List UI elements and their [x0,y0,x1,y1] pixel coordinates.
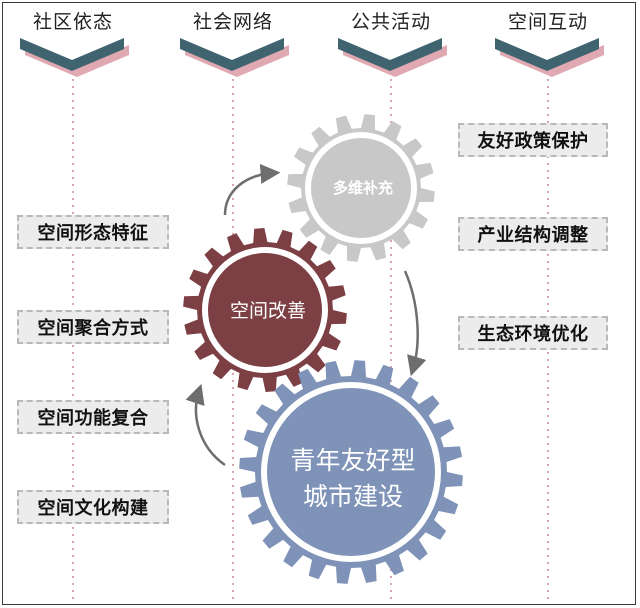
gear-top-label: 多维补充 [332,179,393,197]
arrow-top-to-bottom [403,270,427,377]
left-item-3: 空间功能复合 [17,400,169,434]
gear-bottom-label-line1: 青年友好型 [290,446,416,475]
right-item-1: 友好政策保护 [458,123,608,157]
gear-bottom-hub [267,388,435,556]
column-title-4: 空间互动 [507,11,588,33]
column-title-3: 公共活动 [350,11,431,33]
left-item-2: 空间聚合方式 [17,310,169,344]
arrow-bottom-to-middle [185,383,226,467]
chevron-icon-1 [20,38,129,77]
gear-middle-hub [208,253,322,367]
chevron-icon-4 [495,38,604,77]
gear-middle-icon [183,228,347,392]
gear-top-icon [287,114,435,262]
diagram-canvas [20,38,604,603]
gear-bottom-label-line2: 城市建设 [302,482,403,511]
gear-bottom-icon [239,360,463,584]
column-title-1: 社区依态 [32,11,113,33]
gear-bottom-label: 青年友好型 城市建设 [273,443,433,515]
chevron-icon-2 [180,38,289,77]
gear-top-hub [311,138,411,238]
column-title-2: 社会网络 [192,11,273,33]
left-item-4: 空间文化构建 [17,490,169,524]
right-item-3: 生态环境优化 [458,316,608,350]
gear-middle-label: 空间改善 [229,300,306,322]
arrow-middle-to-top [223,163,281,216]
chevron-icon-3 [338,38,447,77]
right-item-2: 产业结构调整 [458,217,608,251]
left-item-1: 空间形态特征 [17,215,169,249]
